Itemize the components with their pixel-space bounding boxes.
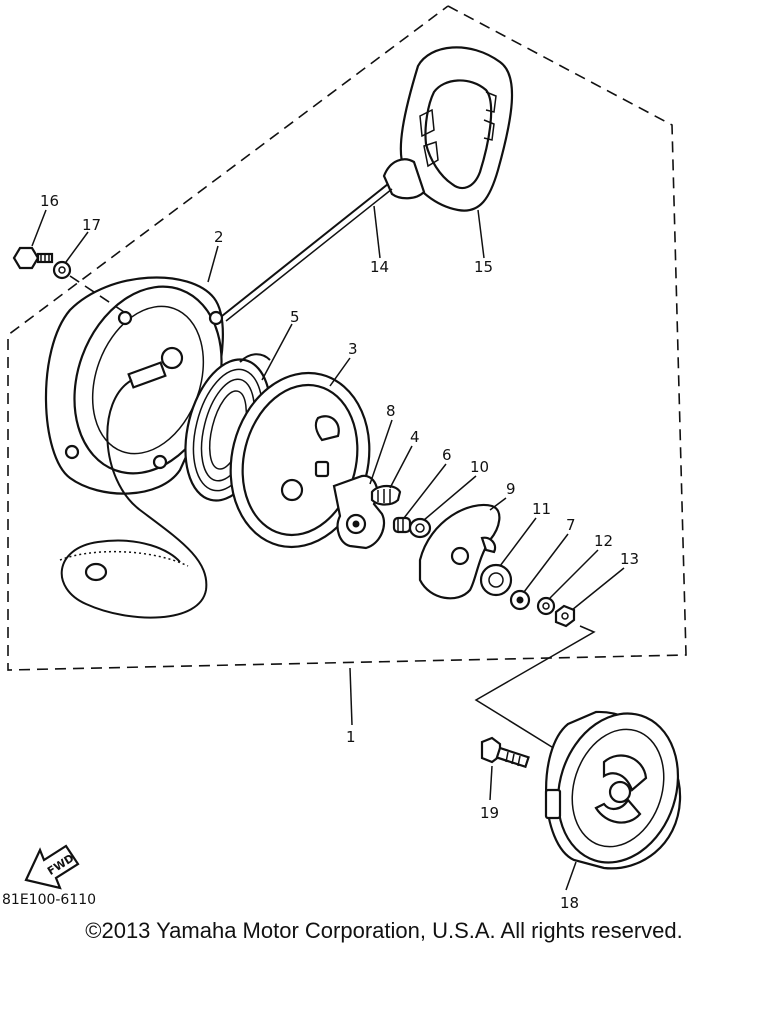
part-12-washer bbox=[536, 596, 556, 616]
wire-harness bbox=[59, 379, 208, 619]
callout-1: 1 bbox=[346, 728, 356, 746]
callout-2: 2 bbox=[214, 228, 224, 246]
part-6-spring bbox=[392, 516, 412, 534]
callout-3: 3 bbox=[348, 340, 358, 358]
part-16-bolt bbox=[12, 246, 54, 270]
callout-13: 13 bbox=[620, 550, 639, 568]
forward-arrow-icon: FWD bbox=[24, 844, 80, 890]
callout-11: 11 bbox=[532, 500, 551, 518]
callout-12: 12 bbox=[594, 532, 613, 550]
leader-1 bbox=[349, 667, 353, 726]
leader-13-18 bbox=[474, 625, 596, 753]
diagram-code: 81E100-6110 bbox=[2, 892, 96, 908]
copyright-notice: ©2013 Yamaha Motor Corporation, U.S.A. A… bbox=[85, 918, 683, 943]
callout-5: 5 bbox=[290, 308, 300, 326]
callout-8: 8 bbox=[386, 402, 396, 420]
part-17-washer bbox=[52, 260, 72, 280]
callout-10: 10 bbox=[470, 458, 489, 476]
callout-15: 15 bbox=[474, 258, 493, 276]
callout-9: 9 bbox=[506, 480, 516, 498]
part-10-washer bbox=[408, 517, 432, 539]
part-14-rope bbox=[221, 183, 393, 322]
callout-4: 4 bbox=[410, 428, 420, 446]
callout-18: 18 bbox=[560, 894, 579, 912]
part-19-bolt bbox=[480, 736, 530, 769]
part-9-drive-plate bbox=[418, 503, 501, 600]
alignment-line-17 bbox=[69, 275, 125, 313]
part-18-starter-pulley bbox=[544, 710, 682, 870]
callout-14: 14 bbox=[370, 258, 389, 276]
part-13-nut bbox=[554, 604, 576, 628]
part-7-washer bbox=[509, 589, 531, 611]
part-11-washer bbox=[479, 563, 513, 597]
callout-7: 7 bbox=[566, 516, 576, 534]
callout-6: 6 bbox=[442, 446, 452, 464]
callout-17: 17 bbox=[82, 216, 101, 234]
callout-19: 19 bbox=[480, 804, 499, 822]
callouts: 2 5 3 8 4 6 10 9 11 7 12 13 14 15 16 17 … bbox=[31, 192, 639, 912]
callout-16: 16 bbox=[40, 192, 59, 210]
assembly-boundary bbox=[7, 5, 687, 671]
part-8-ratchet bbox=[332, 474, 386, 550]
part-3-sheave-drum bbox=[229, 371, 371, 549]
part-4-spring bbox=[370, 484, 402, 506]
part-15-handle bbox=[382, 46, 514, 212]
